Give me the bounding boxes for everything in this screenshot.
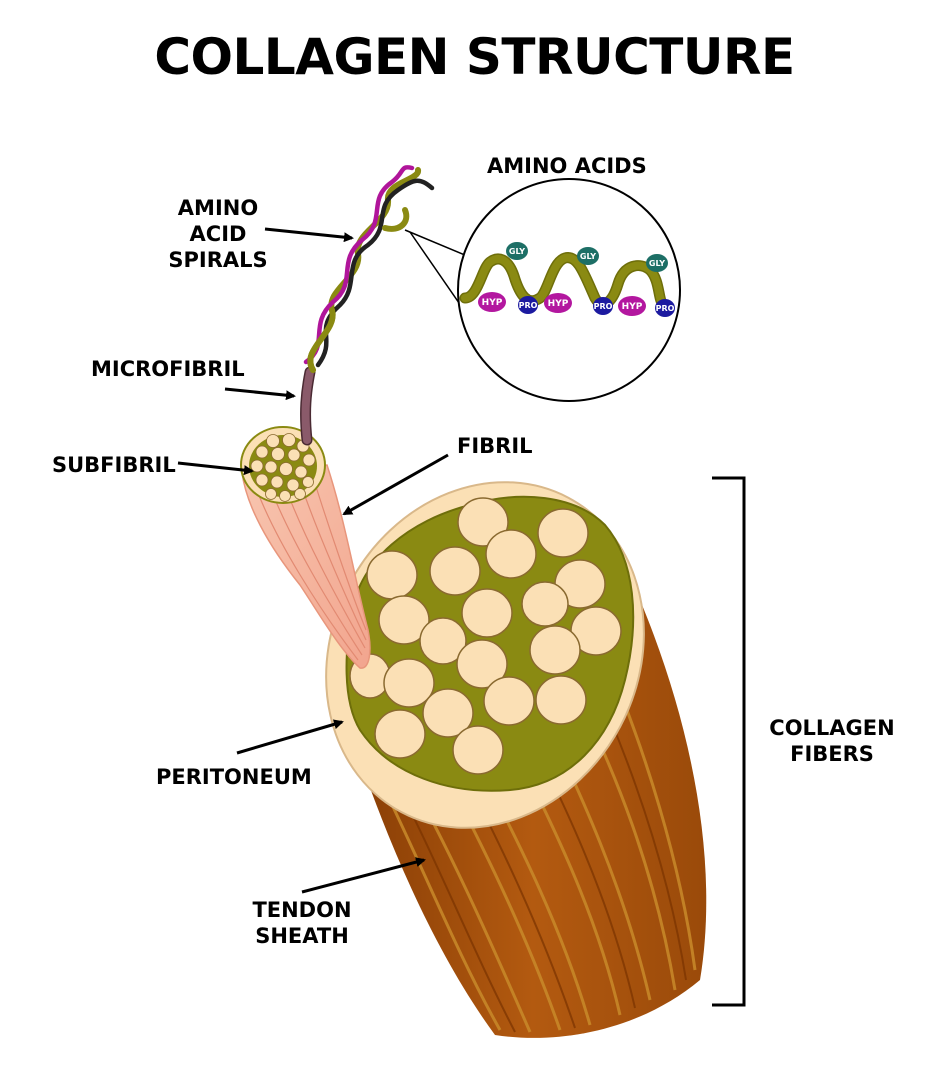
hyp-residue: HYP	[618, 296, 646, 316]
arrow-peritoneum	[236, 719, 344, 755]
arrow-fibril	[342, 453, 449, 516]
arrow-microfibril	[224, 387, 296, 401]
collagen-fibers-bracket	[712, 476, 746, 1007]
arrow-tendon-sheath	[301, 857, 426, 894]
label-amino-acid-spirals-line: AMINO	[177, 196, 259, 220]
arrow-subfibril	[177, 461, 254, 476]
pro-label: PRO	[594, 302, 613, 311]
label-arrows	[177, 227, 449, 894]
label-peritoneum: PERITONEUM	[156, 765, 312, 789]
label-collagen-fibers-line: COLLAGEN	[769, 716, 895, 740]
hyp-residue: HYP	[478, 292, 506, 312]
label-tendon-sheath-line: SHEATH	[255, 924, 349, 948]
gly-residue: GLY	[577, 247, 599, 265]
fiber-bundles	[349, 497, 622, 775]
amino-acid-helix	[303, 165, 435, 373]
fiber-cross-section	[325, 481, 645, 829]
subfibril-cross-section	[240, 426, 326, 504]
hyp-label: HYP	[482, 298, 503, 308]
gly-residue: GLY	[646, 254, 668, 272]
gly-label: GLY	[509, 247, 525, 256]
label-microfibril: MICROFIBRIL	[91, 357, 245, 381]
label-tendon-sheath-line: TENDON	[252, 898, 352, 922]
hyp-residue: HYP	[544, 293, 572, 313]
label-tendon-sheath: TENDON SHEATH	[244, 897, 360, 949]
microfibril	[300, 366, 316, 446]
pro-residue: PRO	[518, 296, 538, 314]
page-title: COLLAGEN STRUCTURE	[154, 28, 795, 86]
label-amino-acid-spirals-line: ACID	[189, 222, 247, 246]
label-subfibril: SUBFIBRIL	[52, 453, 176, 477]
pro-residue: PRO	[655, 299, 675, 317]
pro-label: PRO	[656, 304, 675, 313]
label-amino-acid-spirals: AMINO ACID SPIRALS	[168, 195, 268, 273]
hyp-label: HYP	[622, 302, 643, 312]
pro-residue: PRO	[593, 297, 613, 315]
hyp-label: HYP	[548, 299, 569, 309]
label-amino-acid-spirals-line: SPIRALS	[168, 248, 268, 272]
label-amino-acids: AMINO ACIDS	[487, 154, 647, 178]
gly-label: GLY	[649, 259, 665, 268]
label-fibril: FIBRIL	[457, 434, 533, 458]
label-collagen-fibers-line: FIBERS	[790, 742, 874, 766]
gly-label: GLY	[580, 252, 596, 261]
pro-label: PRO	[519, 301, 538, 310]
arrow-amino-acid-spirals	[264, 227, 354, 243]
label-collagen-fibers: COLLAGEN FIBERS	[762, 715, 902, 767]
amino-acids-zoom: GLY GLY GLY HYP HYP HYP	[404, 178, 681, 402]
gly-residue: GLY	[506, 242, 528, 260]
